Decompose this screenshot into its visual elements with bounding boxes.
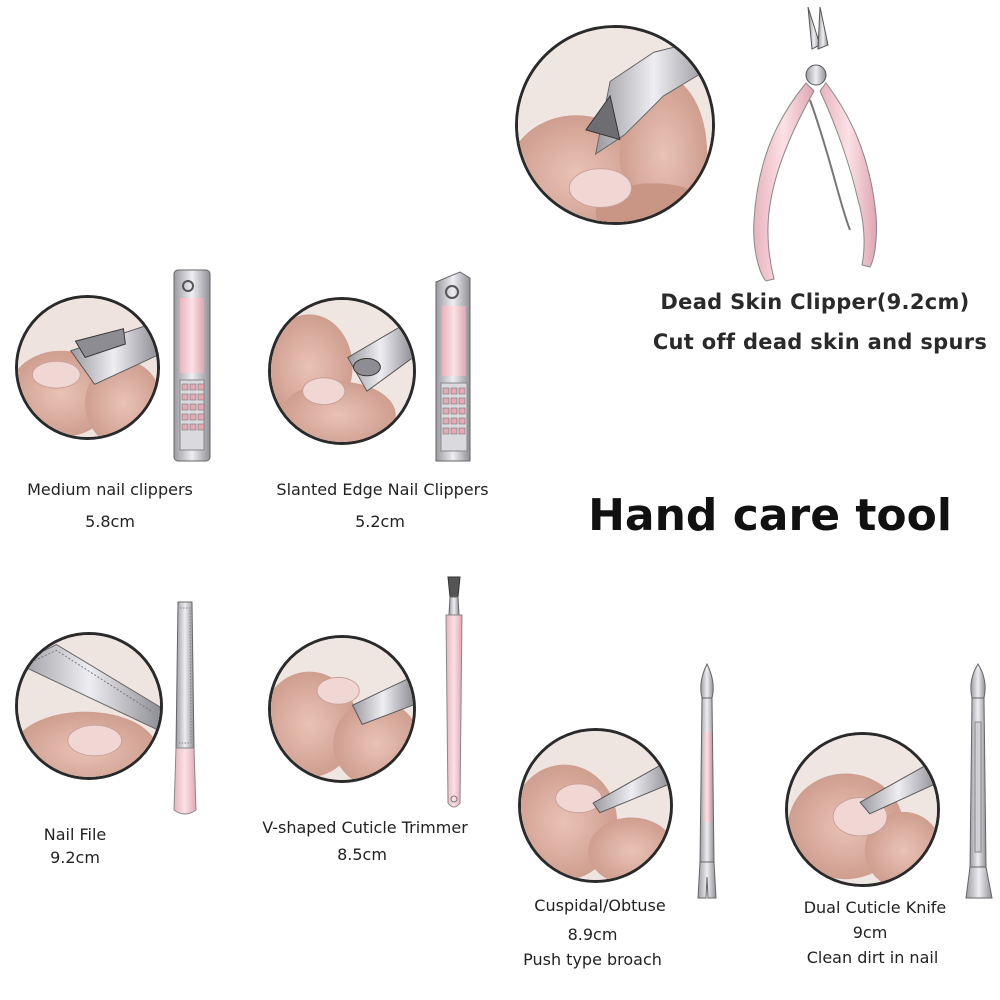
cuticle-trimmer-icon (440, 575, 468, 815)
dead-skin-clipper-name: Dead Skin Clipper(9.2cm) (660, 290, 970, 314)
slanted-clippers-photo (268, 297, 416, 445)
medium-clippers-photo (15, 295, 160, 440)
slanted-clippers-name: Slanted Edge Nail Clippers (276, 480, 489, 499)
dead-skin-clipper-desc: Cut off dead skin and spurs (652, 330, 988, 354)
cuticle-nipper-icon (740, 5, 890, 285)
cuspidal-name: Cuspidal/Obtuse (534, 896, 666, 915)
slanted-nail-clipper-icon (432, 268, 474, 463)
cuspidal-desc: Push type broach (523, 950, 662, 969)
cuticle-pusher-icon (692, 662, 722, 900)
medium-clippers-name: Medium nail clippers (27, 480, 193, 499)
dual-knife-photo (785, 732, 940, 887)
slanted-clippers-size: 5.2cm (355, 512, 405, 531)
v-trimmer-name: V-shaped Cuticle Trimmer (262, 818, 468, 837)
nail-file-size: 9.2cm (50, 848, 100, 867)
v-trimmer-photo (268, 635, 416, 783)
medium-clippers-size: 5.8cm (85, 512, 135, 531)
cuspidal-photo (518, 728, 673, 883)
nail-file-name: Nail File (43, 825, 107, 844)
nail-file-icon (170, 598, 200, 818)
nail-clipper-icon (172, 268, 212, 463)
dual-knife-desc: Clean dirt in nail (806, 948, 939, 967)
cuspidal-size: 8.9cm (567, 925, 618, 944)
dead-skin-clipper-photo (515, 25, 715, 225)
nail-file-photo (15, 632, 163, 780)
dual-knife-name: Dual Cuticle Knife (803, 898, 947, 917)
dual-knife-size: 9cm (852, 923, 888, 942)
page-title: Hand care tool (588, 490, 952, 541)
v-trimmer-size: 8.5cm (337, 845, 387, 864)
cuticle-knife-icon (962, 662, 994, 900)
